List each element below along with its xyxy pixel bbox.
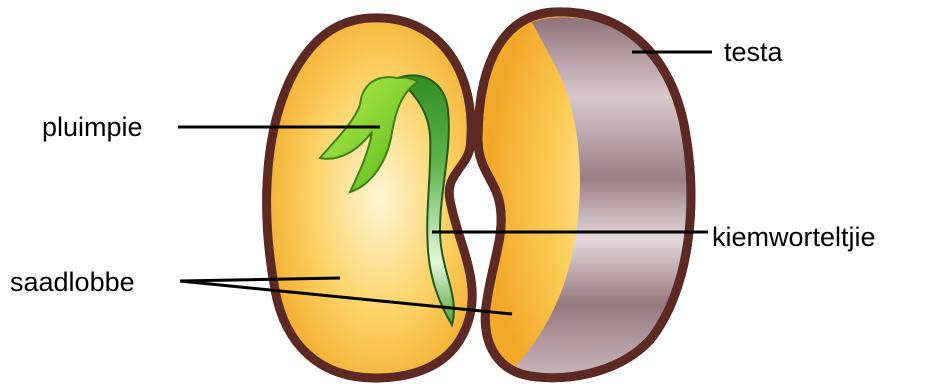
label-plumule: pluimpie	[42, 112, 143, 142]
label-testa: testa	[724, 37, 784, 67]
label-cotyledon: saadlobbe	[10, 267, 135, 297]
label-radicle: kiemworteltjie	[712, 222, 876, 252]
